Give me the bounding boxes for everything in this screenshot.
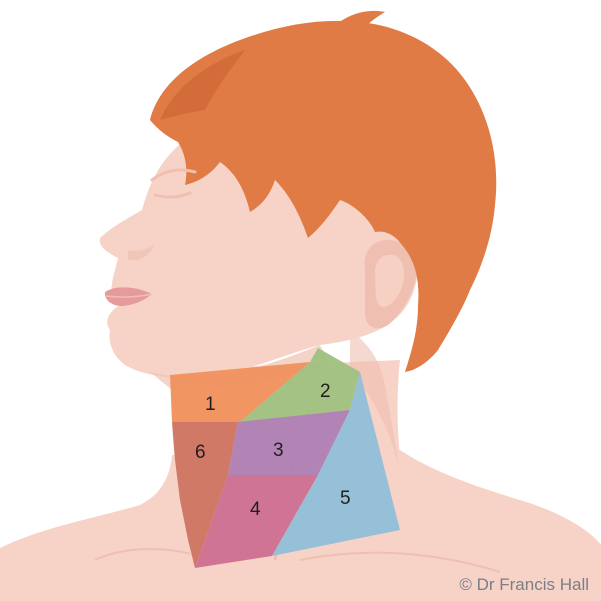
- region-3-label: 3: [273, 440, 284, 461]
- region-1-label: 1: [205, 394, 216, 415]
- region-4-label: 4: [250, 499, 261, 520]
- region-5-label: 5: [340, 488, 351, 509]
- region-2-label: 2: [320, 381, 331, 402]
- region-6-label: 6: [195, 442, 206, 463]
- copyright-credit: © Dr Francis Hall: [459, 575, 589, 595]
